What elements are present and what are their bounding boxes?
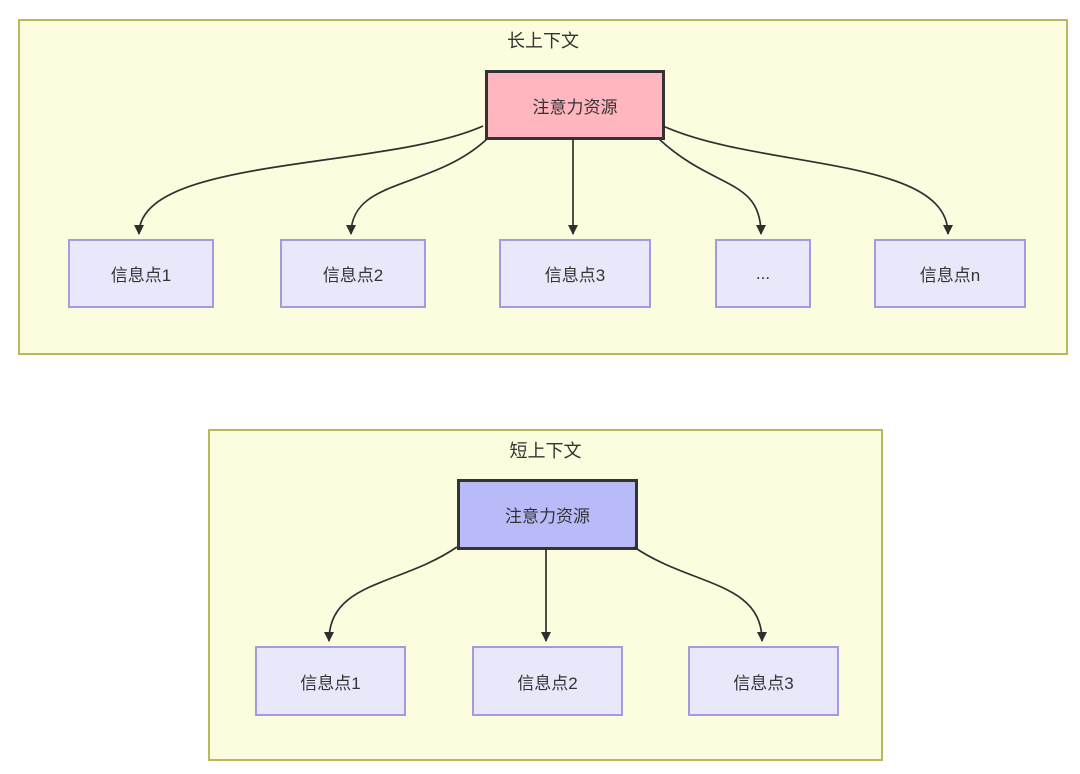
info-node-short-1: 信息点1: [255, 646, 406, 716]
info-node-long-2: 信息点2: [280, 239, 426, 308]
attention-resource-hub-long: 注意力资源: [485, 70, 665, 140]
info-node-short-2: 信息点2: [472, 646, 623, 716]
info-node-short-3: 信息点3: [688, 646, 839, 716]
panel-short-context: 短上下文 注意力资源 信息点1 信息点2 信息点3: [208, 429, 883, 761]
attention-resource-hub-short: 注意力资源: [457, 479, 638, 550]
info-node-long-3: 信息点3: [499, 239, 651, 308]
info-node-long-n: 信息点n: [874, 239, 1026, 308]
info-node-long-1: 信息点1: [68, 239, 214, 308]
panel-long-title: 长上下文: [507, 31, 579, 51]
info-node-long-ellipsis: ...: [715, 239, 811, 308]
panel-long-context: 长上下文 注意力资源 信息点1 信息点2 信息点3 ... 信息点n: [18, 19, 1068, 355]
panel-short-title: 短上下文: [509, 441, 582, 461]
